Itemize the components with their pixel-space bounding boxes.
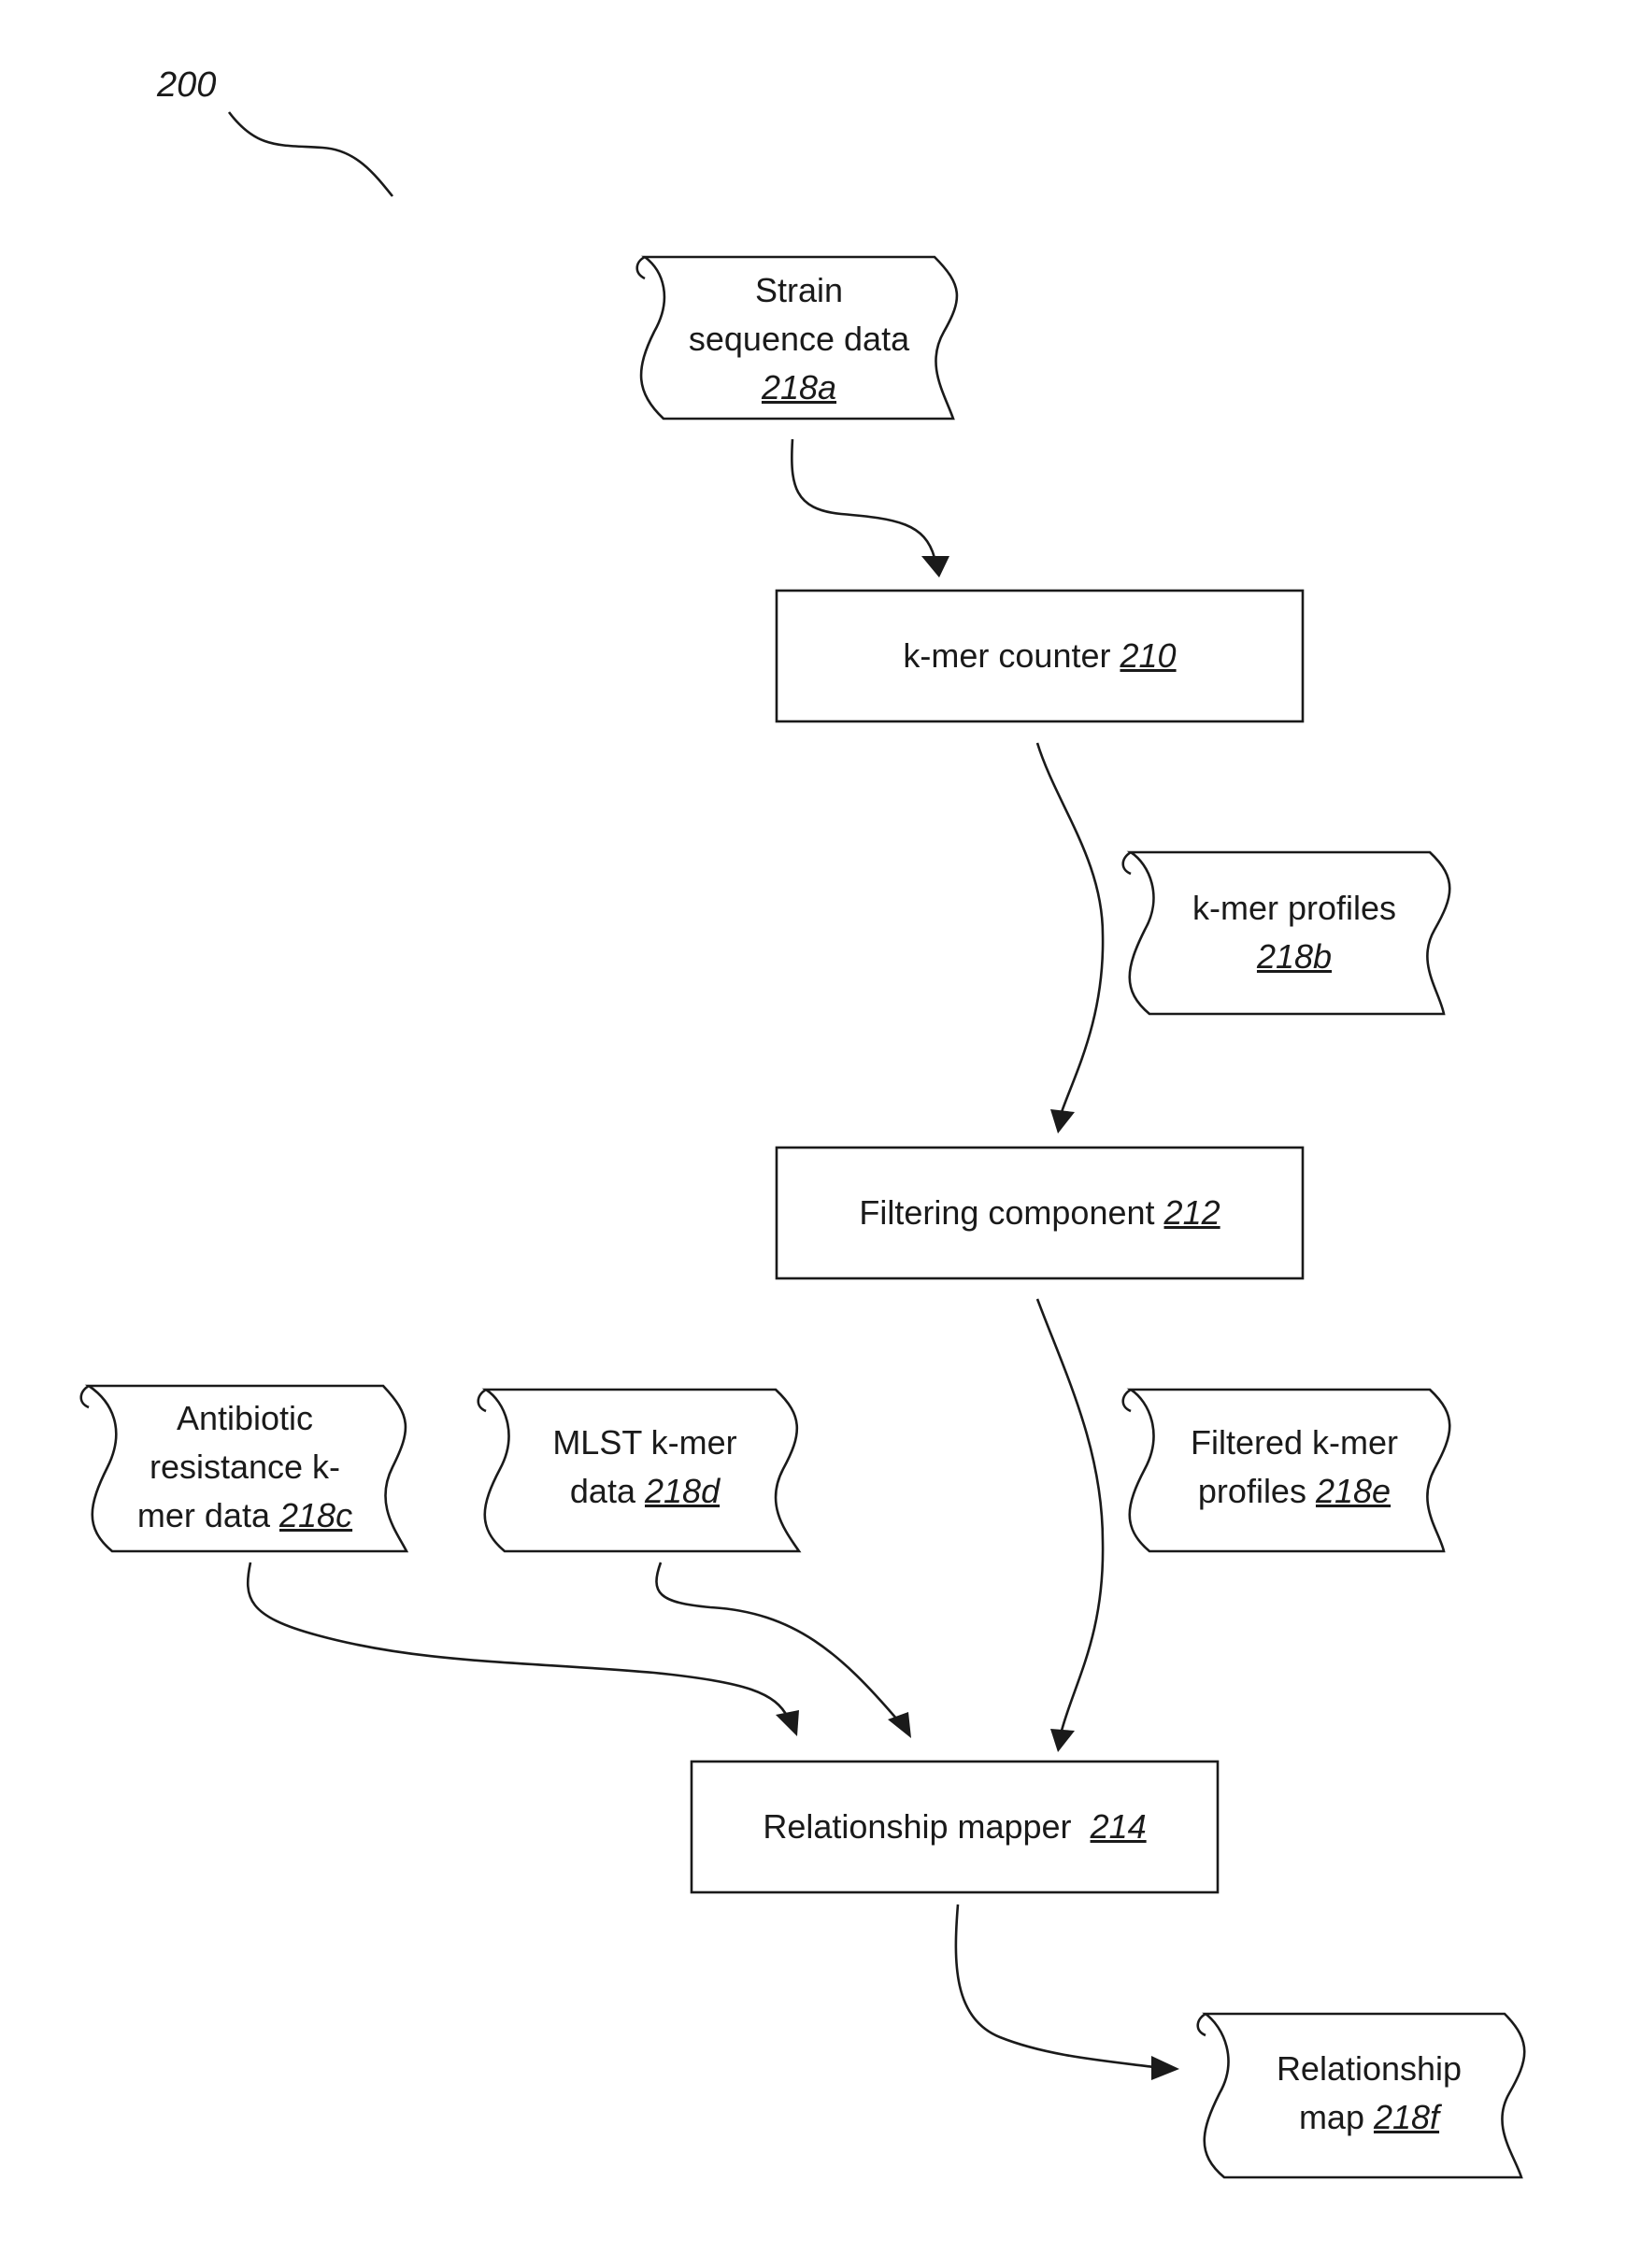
node-text: profiles <box>1198 1472 1306 1510</box>
edge-filtering-to-mapper <box>1037 1299 1103 1731</box>
edge-counter-to-filtering <box>1037 743 1103 1112</box>
node-text: Filtering component <box>859 1189 1154 1237</box>
node-kmer-counter: k-mer counter 210 <box>777 591 1303 721</box>
node-text: sequence data <box>689 315 909 364</box>
node-mlst-kmer-data: MLST k-mer data 218d <box>495 1397 794 1537</box>
node-ref: 218d <box>645 1472 720 1510</box>
edge-antibiotic-to-mapper <box>248 1562 788 1718</box>
arrowhead-strain-to-counter <box>921 556 949 578</box>
figure-label-leader <box>229 112 392 196</box>
node-text: k-mer profiles <box>1192 884 1396 933</box>
node-ref: 218e <box>1316 1472 1391 1510</box>
node-antibiotic-resistance: Antibiotic resistance k- mer data 218c <box>95 1392 394 1542</box>
edge-strain-to-counter <box>792 439 935 558</box>
arrowhead-filtering-to-mapper <box>1050 1729 1075 1752</box>
node-text: Antibiotic <box>177 1394 313 1443</box>
node-text: map <box>1299 2098 1364 2136</box>
arrowhead-mapper-to-map <box>1151 2056 1179 2080</box>
node-filtered-kmer-profiles: Filtered k-mer profiles 218e <box>1140 1397 1449 1537</box>
node-ref: 214 <box>1091 1803 1147 1851</box>
node-strain-sequence-data: Strain sequence data 218a <box>654 264 944 414</box>
figure-label: 200 <box>157 65 216 106</box>
arrowhead-counter-to-filtering <box>1050 1109 1075 1134</box>
node-text: data <box>570 1472 635 1510</box>
node-text: k-mer counter <box>903 632 1110 680</box>
edge-mlst-to-mapper <box>656 1562 897 1719</box>
node-text: Strain <box>755 266 843 315</box>
node-ref: 218c <box>279 1496 352 1534</box>
node-text: resistance k- <box>150 1443 340 1491</box>
node-relationship-mapper: Relationship mapper 214 <box>692 1762 1218 1892</box>
node-kmer-profiles: k-mer profiles 218b <box>1140 858 1449 1007</box>
node-filtering-component: Filtering component 212 <box>777 1148 1303 1278</box>
edge-mapper-to-map <box>956 1904 1154 2067</box>
node-ref: 218f <box>1374 2098 1439 2136</box>
node-text: mer data <box>137 1496 270 1534</box>
node-text: Relationship <box>1277 2045 1462 2093</box>
node-text: Filtered k-mer <box>1191 1419 1398 1467</box>
node-relationship-map: Relationship map 218f <box>1215 2023 1523 2163</box>
arrowhead-antibiotic-to-mapper <box>776 1710 799 1736</box>
node-ref: 212 <box>1164 1189 1220 1237</box>
arrowhead-mlst-to-mapper <box>888 1712 911 1738</box>
node-ref: 210 <box>1120 632 1177 680</box>
node-text: Relationship mapper <box>763 1803 1071 1851</box>
node-ref: 218a <box>762 364 836 412</box>
node-text: MLST k-mer <box>552 1419 736 1467</box>
node-ref: 218b <box>1257 933 1332 981</box>
